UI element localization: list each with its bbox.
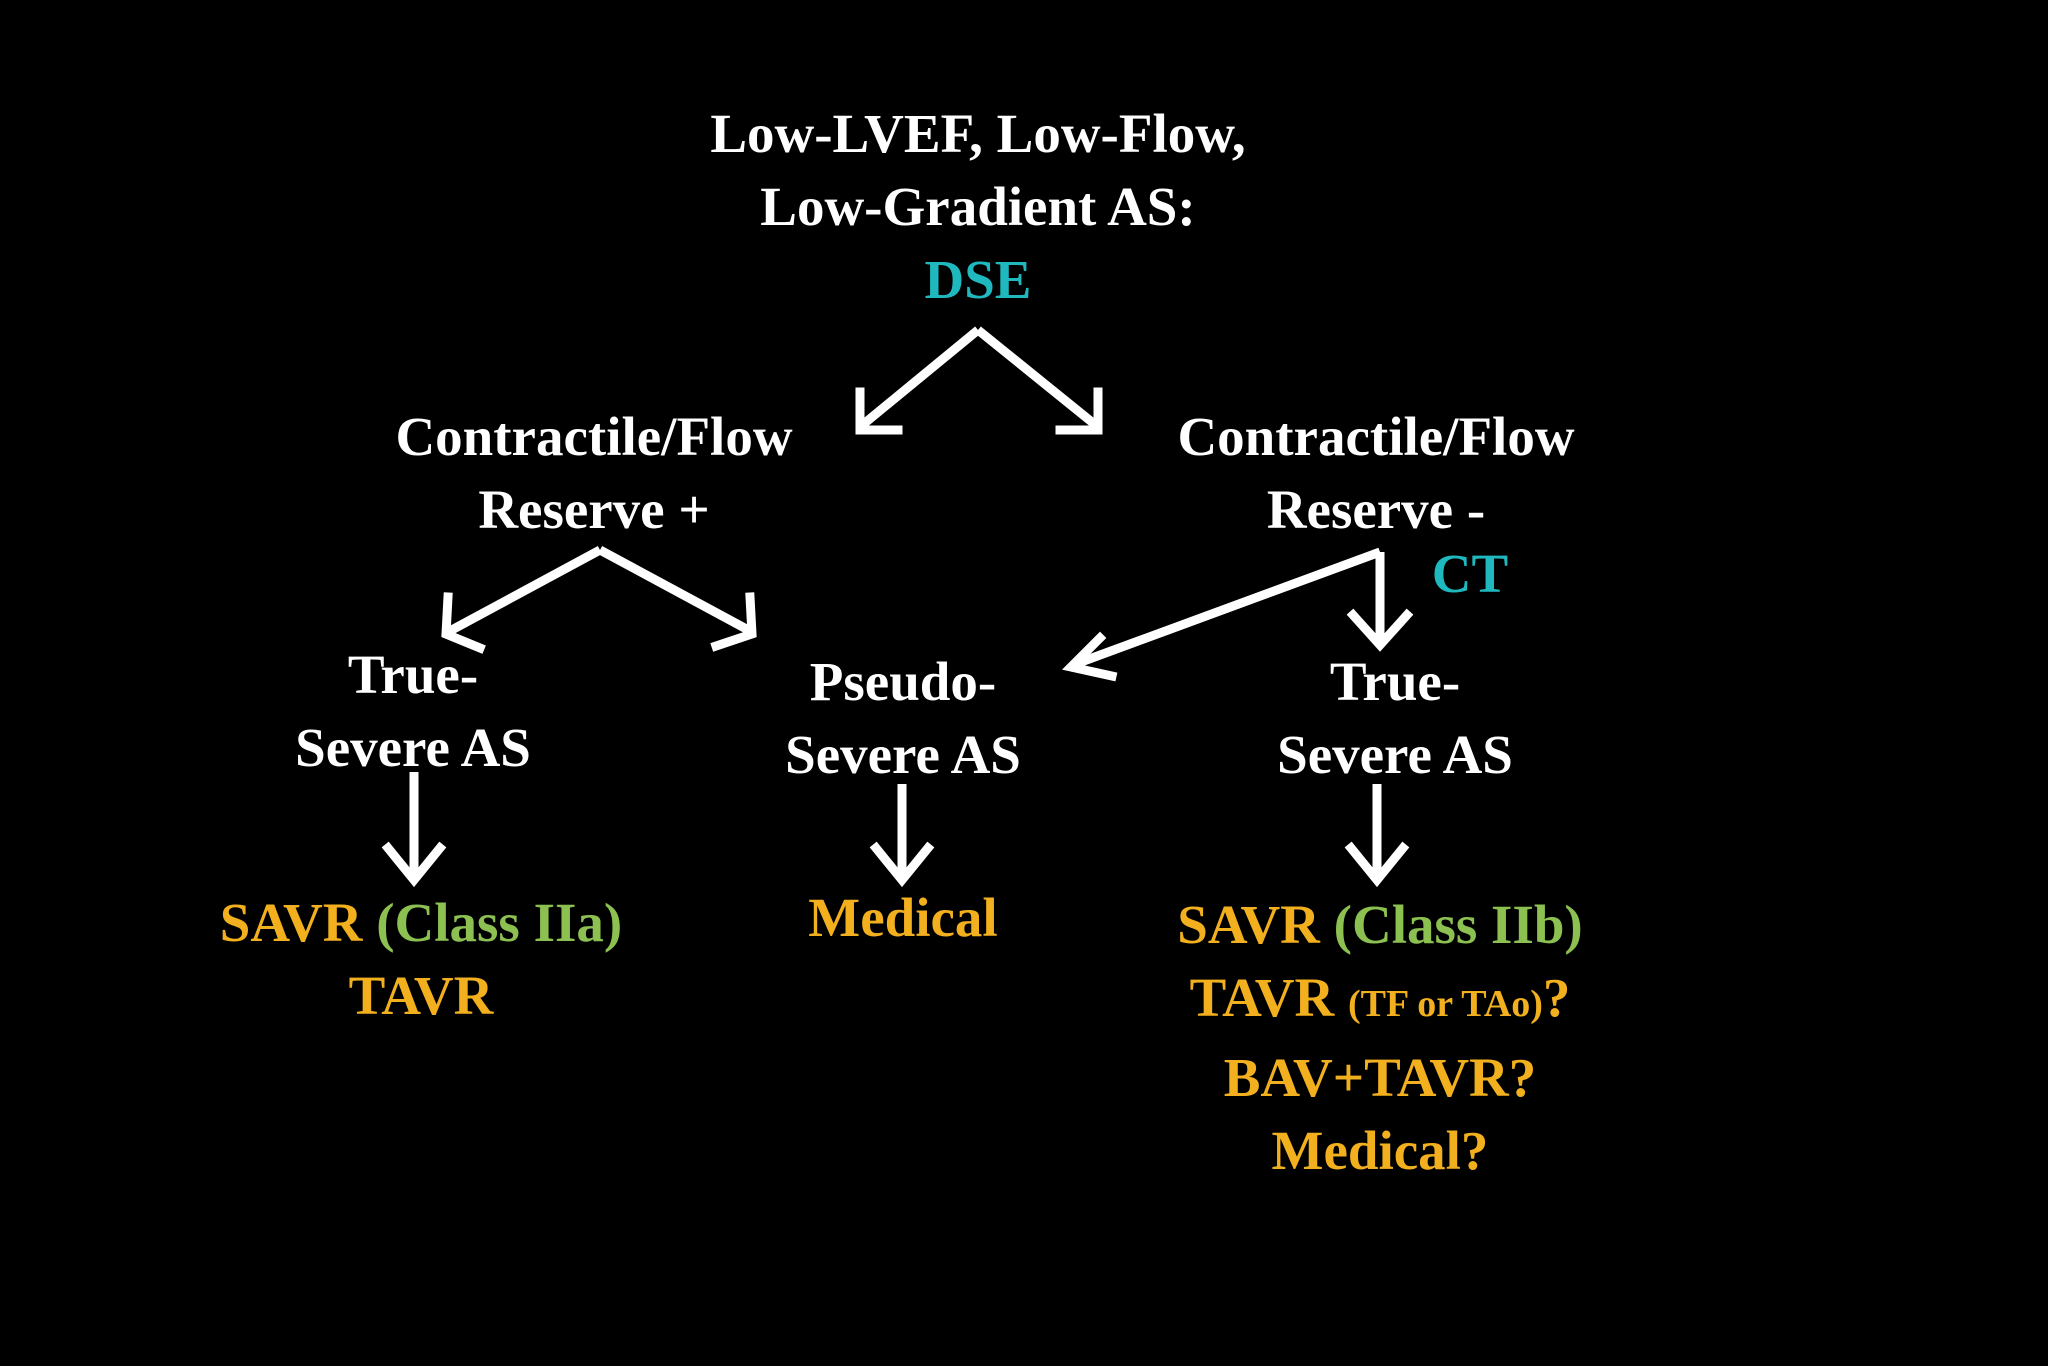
right-branch-test-ct: CT bbox=[1431, 543, 1509, 604]
root-title-line2: Low-Gradient AS: bbox=[760, 176, 1196, 237]
arrow-left-branch-to-pseudo-severe bbox=[597, 546, 755, 636]
outcome-left-node: True- Severe AS bbox=[233, 638, 593, 784]
outcome-right-line1: True- bbox=[1329, 651, 1461, 712]
treatment-left-savr-line: SAVR (Class IIa) bbox=[141, 886, 701, 959]
treatment-right-savr: SAVR bbox=[1177, 894, 1334, 955]
treatment-right-node: SAVR (Class IIb) TAVR (TF or TAo)? BAV+T… bbox=[1080, 888, 1680, 1187]
arrowhead-treatment-left bbox=[381, 841, 447, 888]
arrowhead-pseudo-severe-from-left bbox=[710, 592, 757, 652]
left-branch-line2: Reserve + bbox=[478, 479, 710, 540]
root-node: Low-LVEF, Low-Flow, Low-Gradient AS: DSE bbox=[678, 97, 1278, 316]
treatment-right-tavr: TAVR bbox=[1189, 967, 1348, 1028]
arrowhead-right-branch bbox=[1055, 387, 1103, 435]
treatment-middle-medical: Medical bbox=[808, 887, 998, 948]
root-title-line1: Low-LVEF, Low-Flow, bbox=[710, 103, 1246, 164]
outcome-left-line2: Severe AS bbox=[295, 717, 531, 778]
right-branch-line2: Reserve - bbox=[1266, 479, 1486, 540]
treatment-left-node: SAVR (Class IIa) TAVR bbox=[141, 886, 701, 1032]
treatment-right-savr-class: (Class IIb) bbox=[1333, 894, 1583, 955]
arrow-left-branch-to-true-severe bbox=[445, 546, 603, 636]
right-branch-line1: Contractile/Flow bbox=[1177, 406, 1575, 467]
outcome-middle-line2: Severe AS bbox=[785, 724, 1021, 785]
treatment-right-tavr-question: ? bbox=[1542, 967, 1571, 1028]
treatment-left-tavr: TAVR bbox=[348, 965, 494, 1026]
arrowhead-pseudo-severe-from-right bbox=[1062, 631, 1118, 682]
treatment-right-medical: Medical? bbox=[1271, 1120, 1489, 1181]
arrowhead-true-severe-right bbox=[1346, 608, 1414, 652]
treatment-left-savr-class: (Class IIa) bbox=[376, 892, 623, 953]
treatment-right-tavr-access: (TF or TAo) bbox=[1348, 983, 1543, 1025]
arrow-right-branch-to-pseudo-severe bbox=[1071, 547, 1382, 670]
treatment-right-bav-tavr: BAV+TAVR? bbox=[1223, 1047, 1537, 1108]
arrowhead-true-severe-left bbox=[441, 592, 486, 654]
arrow-root-to-left-branch bbox=[857, 326, 981, 431]
outcome-middle-line1: Pseudo- bbox=[809, 651, 997, 712]
treatment-right-savr-line: SAVR (Class IIb) bbox=[1080, 888, 1680, 961]
left-branch-line1: Contractile/Flow bbox=[395, 406, 793, 467]
outcome-right-node: True- Severe AS bbox=[1215, 645, 1575, 791]
outcome-right-line2: Severe AS bbox=[1277, 724, 1513, 785]
outcome-middle-node: Pseudo- Severe AS bbox=[723, 645, 1083, 791]
treatment-right-tavr-line: TAVR (TF or TAo)? bbox=[1080, 961, 1680, 1041]
arrowhead-left-branch bbox=[855, 387, 903, 435]
right-branch-node: Contractile/Flow Reserve - bbox=[1126, 400, 1626, 546]
outcome-left-line1: True- bbox=[347, 644, 479, 705]
arrowhead-treatment-right bbox=[1344, 841, 1410, 888]
arrow-root-to-right-branch bbox=[975, 326, 1101, 431]
treatment-left-savr: SAVR bbox=[219, 892, 377, 953]
arrowhead-medical bbox=[869, 841, 935, 888]
left-branch-node: Contractile/Flow Reserve + bbox=[344, 400, 844, 546]
root-test-dse: DSE bbox=[924, 249, 1032, 310]
